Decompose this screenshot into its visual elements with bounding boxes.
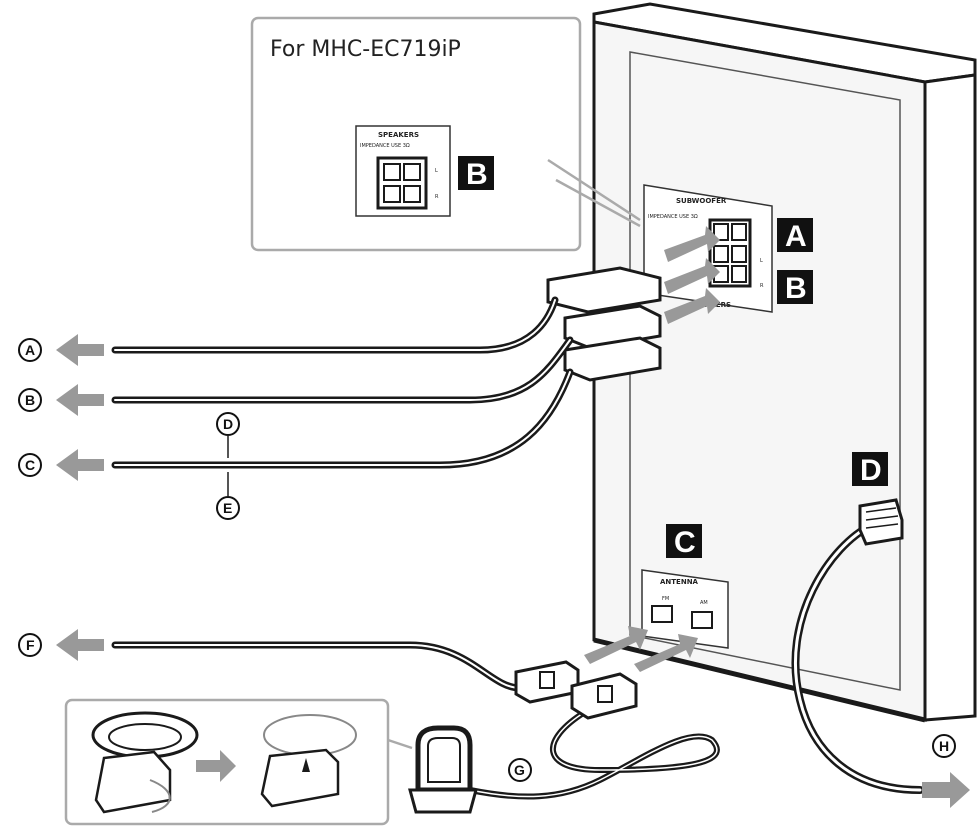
impedance-label: IMPEDANCE USE 3Ω — [648, 214, 698, 220]
am-jack[interactable] — [691, 611, 713, 629]
circled-label-c: C — [18, 453, 42, 477]
svg-text:F: F — [26, 637, 35, 653]
fm-label: FM — [662, 596, 669, 602]
am-loop-cable — [467, 709, 720, 800]
am-plug — [570, 672, 638, 720]
subwoofer-jack-2[interactable] — [731, 223, 747, 241]
circled-label-e: E — [216, 496, 240, 520]
left-label: L — [760, 258, 763, 264]
box-label-d: D — [852, 452, 888, 487]
speaker-jack-r-2[interactable] — [731, 265, 747, 283]
insert-arrows-antenna — [584, 626, 698, 672]
circled-label-b: B — [18, 388, 42, 412]
antenna-panel: ANTENNA FM AM — [641, 569, 729, 649]
box-label-c: C — [666, 524, 702, 559]
svg-text:C: C — [674, 526, 696, 559]
subwoofer-jack[interactable] — [713, 223, 729, 241]
fm-jack[interactable] — [651, 605, 673, 623]
svg-text:B: B — [785, 272, 807, 305]
box-label-b-panel: B — [777, 270, 813, 305]
right-arrow-h — [922, 772, 970, 808]
svg-text:B: B — [466, 158, 488, 191]
am-loop-antenna — [408, 725, 478, 814]
subwoofer-label: SUBWOOFER — [676, 197, 727, 205]
circled-label-f: F — [18, 633, 42, 657]
speaker-jack-l-2[interactable] — [731, 245, 747, 263]
antenna-label: ANTENNA — [660, 578, 699, 586]
svg-text:A: A — [785, 220, 807, 253]
inset-right-label: R — [435, 194, 439, 200]
power-cord — [791, 521, 924, 794]
speaker-plugs — [546, 266, 662, 382]
svg-text:G: G — [514, 762, 525, 778]
svg-text:H: H — [939, 738, 949, 754]
insert-arrows-speakers — [664, 226, 720, 324]
speaker-cables — [111, 296, 574, 469]
inset-left-label: L — [435, 168, 438, 174]
svg-text:C: C — [25, 457, 35, 473]
fm-plug — [514, 660, 580, 704]
svg-text:A: A — [25, 342, 35, 358]
svg-text:D: D — [223, 416, 233, 432]
fm-lead — [111, 641, 524, 692]
inset-title: For MHC-EC719iP — [270, 37, 461, 62]
svg-text:D: D — [860, 454, 882, 487]
speaker-jack-l[interactable] — [713, 245, 729, 263]
right-label: R — [760, 283, 764, 289]
power-plug — [858, 498, 904, 546]
circled-label-h: H — [932, 734, 956, 758]
inset-box: For MHC-EC719iP SPEAKERS IMPEDANCE USE 3… — [250, 16, 641, 252]
am-label: AM — [700, 600, 708, 606]
svg-text:E: E — [223, 500, 232, 516]
inset-impedance-label: IMPEDANCE USE 3Ω — [360, 143, 410, 149]
box-label-a: A — [777, 218, 813, 253]
svg-text:B: B — [25, 392, 35, 408]
box-label-b-inset: B — [458, 156, 494, 191]
circled-label-d: D — [216, 412, 240, 436]
inset-speakers-label: SPEAKERS — [378, 131, 419, 139]
loop-assembly-inset — [64, 698, 413, 826]
circled-label-a: A — [18, 338, 42, 362]
circled-label-g: G — [508, 758, 532, 782]
left-arrows — [56, 334, 104, 661]
